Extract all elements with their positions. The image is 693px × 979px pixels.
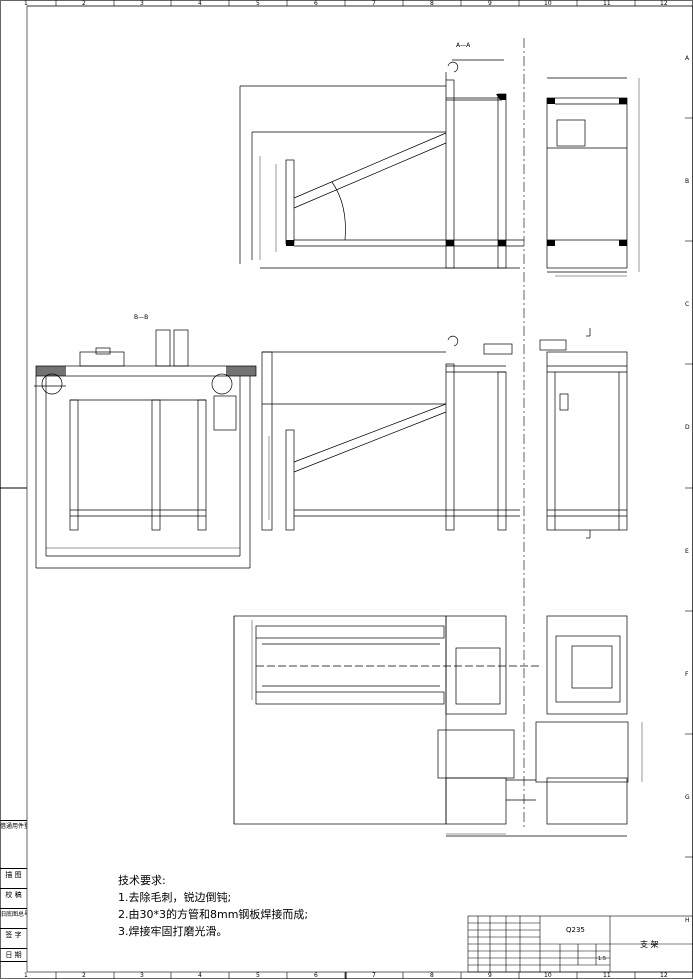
stamp-cell: 签 字 xyxy=(0,928,27,941)
column-label: 10 xyxy=(544,0,552,7)
column-label: 7 xyxy=(372,972,376,979)
column-label: 5 xyxy=(256,972,260,979)
column-label: 12 xyxy=(660,0,668,7)
column-label: 3 xyxy=(140,0,144,7)
row-label: A xyxy=(685,55,690,62)
inner-border xyxy=(26,5,693,973)
row-label: G xyxy=(685,794,690,801)
column-label: 6 xyxy=(314,0,318,7)
stamp-cell: 校 稿 xyxy=(0,888,27,901)
column-label: 10 xyxy=(544,972,552,979)
stamp-cell: 借通用件登记 xyxy=(0,820,27,833)
row-label: B xyxy=(685,178,690,185)
column-label: 11 xyxy=(603,972,611,979)
view-plan xyxy=(233,615,629,837)
stamp-cell: 描 图 xyxy=(0,868,27,881)
column-label: 9 xyxy=(488,972,492,979)
column-label: 2 xyxy=(82,0,86,7)
tech-item: 3.焊接牢固打磨光滑。 xyxy=(118,925,228,938)
column-label: 7 xyxy=(372,0,376,7)
column-label: 8 xyxy=(430,0,434,7)
row-label: H xyxy=(685,917,690,924)
column-label: 3 xyxy=(140,972,144,979)
view-b-b xyxy=(34,329,257,569)
tech-item: 2.由30*3的方管和8mm钢板焊接而成; xyxy=(118,908,309,921)
view-mid-elevation xyxy=(261,328,628,539)
column-label: 11 xyxy=(603,0,611,7)
material-label: Q235 xyxy=(566,926,585,934)
section-b-label: B—B xyxy=(134,314,149,321)
column-label: 9 xyxy=(488,0,492,7)
row-label: D xyxy=(685,424,690,431)
column-label: 12 xyxy=(660,972,668,979)
part-name: 支 架 xyxy=(640,940,659,949)
stamp-cell: 日 期 xyxy=(0,948,27,962)
row-label: C xyxy=(685,301,690,308)
column-label: 1 xyxy=(24,0,28,7)
section-a-label: A—A xyxy=(456,42,471,49)
column-label: 4 xyxy=(198,972,202,979)
tech-item: 1.去除毛刺，锐边倒钝; xyxy=(118,891,232,904)
column-label: 6 xyxy=(314,972,318,979)
column-label: 2 xyxy=(82,972,86,979)
scale-value: 1:5 xyxy=(598,956,607,962)
technical-requirements: 技术要求: 1.去除毛刺，锐边倒钝; 2.由30*3的方管和8mm钢板焊接而成;… xyxy=(118,872,308,940)
view-a-a xyxy=(239,59,628,273)
column-label: 8 xyxy=(430,972,434,979)
row-label: E xyxy=(685,548,689,555)
stamp-cell: 旧底图总号 xyxy=(0,908,27,921)
column-label: 5 xyxy=(256,0,260,7)
column-label: 4 xyxy=(198,0,202,7)
row-label: F xyxy=(685,671,689,678)
tech-title: 技术要求: xyxy=(118,874,166,887)
column-label: 1 xyxy=(24,972,28,979)
